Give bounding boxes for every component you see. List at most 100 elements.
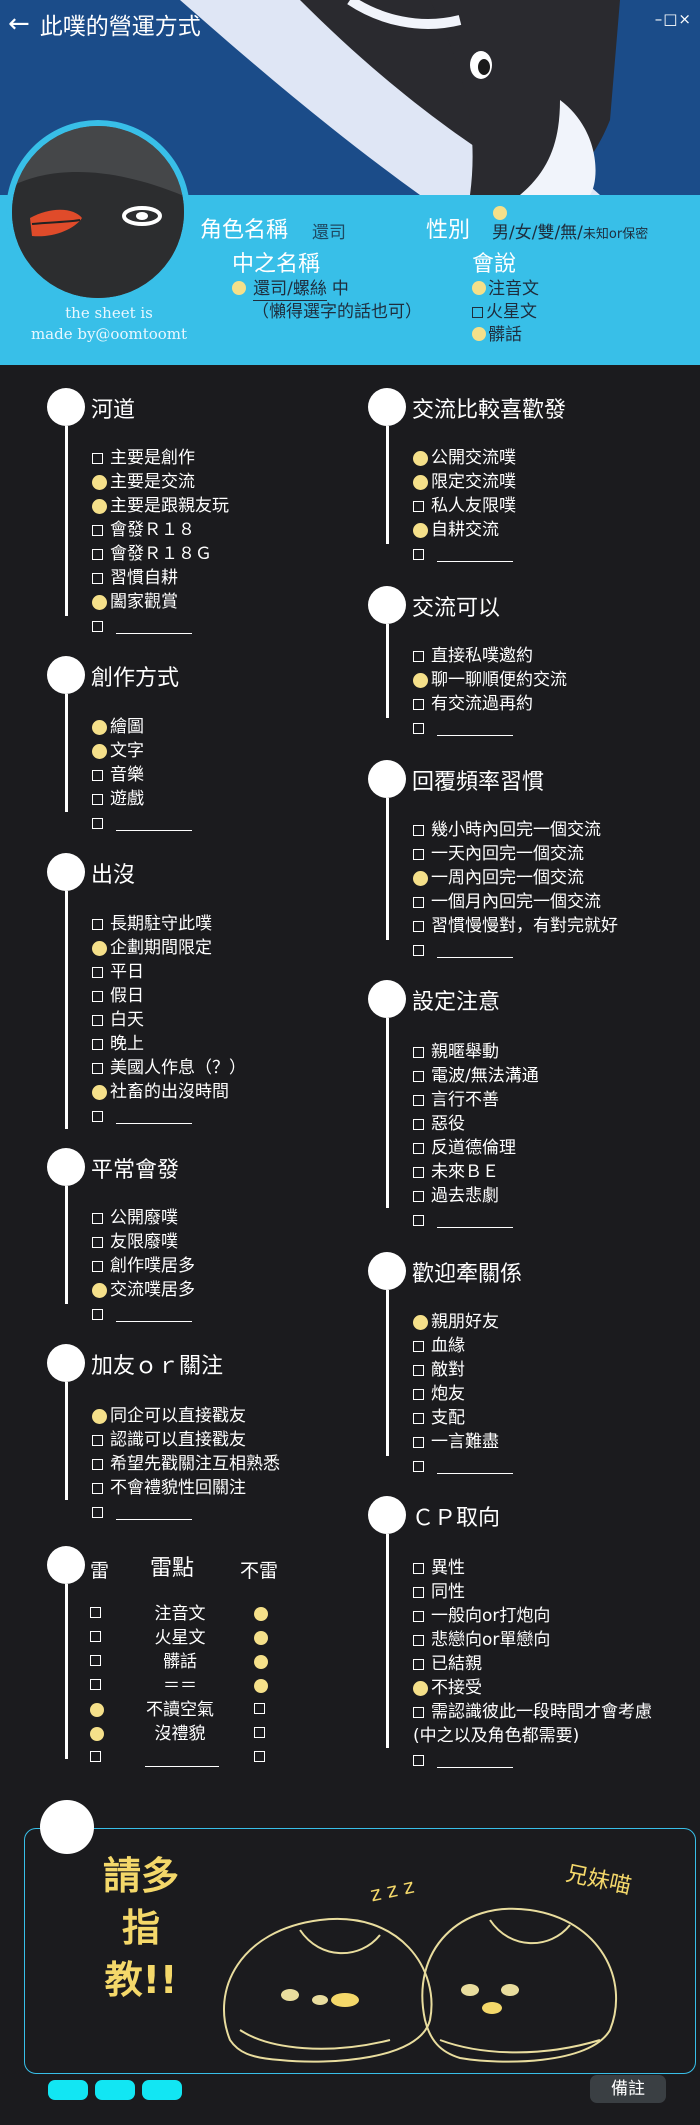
checklist-item[interactable]: 一般向or打炮向 (413, 1604, 652, 1628)
checklist-item[interactable]: 晚上 (92, 1032, 246, 1056)
gender-checked-dot[interactable] (493, 206, 507, 220)
checklist-item[interactable]: 文字 (92, 739, 192, 763)
checklist-item[interactable]: 幾小時內回完一個交流 (413, 818, 618, 842)
speak-item[interactable]: 髒話 (472, 320, 539, 345)
role-name-value[interactable]: 還司 (312, 223, 346, 243)
checklist-item[interactable] (92, 1302, 195, 1326)
checklist-item[interactable]: 同企可以直接戳友 (92, 1404, 280, 1428)
lei-checked-dot-icon[interactable] (90, 1703, 104, 1717)
checklist-item[interactable] (413, 1748, 652, 1772)
speak-item[interactable]: 注音文 (472, 274, 539, 299)
blank-line[interactable] (437, 547, 513, 562)
checklist-item[interactable] (92, 1500, 280, 1524)
checklist-item[interactable]: 惡役 (413, 1112, 539, 1136)
checklist-item[interactable]: 親朋好友 (413, 1310, 513, 1334)
checklist-item[interactable] (413, 1208, 539, 1232)
bulei-checkbox-icon[interactable] (254, 1751, 265, 1762)
checklist-item[interactable]: 敵對 (413, 1358, 513, 1382)
checklist-item[interactable]: 習慣自耕 (92, 566, 229, 590)
lei-checked-dot-icon[interactable] (90, 1727, 104, 1741)
bulei-checked-dot-icon[interactable] (254, 1607, 268, 1621)
checklist-item[interactable]: 美國人作息（？） (92, 1056, 246, 1080)
lei-checkbox-icon[interactable] (90, 1751, 101, 1762)
checklist-item[interactable]: 已結親 (413, 1652, 652, 1676)
checklist-item[interactable]: 希望先戳關注互相熟悉 (92, 1452, 280, 1476)
checklist-item[interactable]: 平日 (92, 960, 246, 984)
checklist-item[interactable]: 聊一聊順便約交流 (413, 668, 567, 692)
checklist-item[interactable]: 主要是交流 (92, 470, 229, 494)
checklist-item[interactable]: 過去悲劇 (413, 1184, 539, 1208)
checklist-item[interactable] (92, 1104, 246, 1128)
blank-line[interactable] (116, 816, 192, 831)
checklist-item[interactable]: 有交流過再約 (413, 692, 567, 716)
checklist-item[interactable]: 同性 (413, 1580, 652, 1604)
gender-options[interactable]: 男/女/雙/無/未知or保密 (492, 218, 648, 243)
checklist-item[interactable]: 血緣 (413, 1334, 513, 1358)
checklist-item[interactable]: 公開廢噗 (92, 1206, 195, 1230)
checklist-item[interactable]: 異性 (413, 1556, 652, 1580)
checklist-item[interactable]: 炮友 (413, 1382, 513, 1406)
checklist-item[interactable]: 反道德倫理 (413, 1136, 539, 1160)
checklist-item[interactable]: 一天內回完一個交流 (413, 842, 618, 866)
checklist-item[interactable]: 認識可以直接戳友 (92, 1428, 280, 1452)
checklist-item[interactable] (92, 614, 229, 638)
checklist-item[interactable]: 不會禮貌性回關注 (92, 1476, 280, 1500)
checklist-item[interactable] (413, 938, 618, 962)
checklist-item[interactable] (92, 811, 192, 835)
lei-checkbox-icon[interactable] (90, 1607, 101, 1618)
checklist-item[interactable]: 白天 (92, 1008, 246, 1032)
checklist-item[interactable] (413, 1454, 513, 1478)
blank-line[interactable] (437, 1213, 513, 1228)
checklist-item[interactable]: 會發Ｒ１８ (92, 518, 229, 542)
checklist-item[interactable]: 一個月內回完一個交流 (413, 890, 618, 914)
checklist-item[interactable]: 音樂 (92, 763, 192, 787)
checklist-item[interactable]: 悲戀向or單戀向 (413, 1628, 652, 1652)
blank-line[interactable] (437, 1753, 513, 1768)
checklist-item[interactable]: 不接受 (413, 1676, 652, 1700)
checklist-item[interactable]: 言行不善 (413, 1088, 539, 1112)
checklist-item[interactable]: 支配 (413, 1406, 513, 1430)
blank-line[interactable] (437, 1459, 513, 1474)
checklist-item[interactable]: 友限廢噗 (92, 1230, 195, 1254)
checklist-item[interactable]: 主要是跟親友玩 (92, 494, 229, 518)
checklist-item[interactable]: 限定交流噗 (413, 470, 516, 494)
tab-pill-3[interactable] (142, 2080, 182, 2100)
bulei-checked-dot-icon[interactable] (254, 1679, 268, 1693)
speak-item[interactable]: 火星文 (472, 297, 539, 322)
checklist-item[interactable]: 企劃期間限定 (92, 936, 246, 960)
checklist-item[interactable]: 習慣慢慢對，有對完就好 (413, 914, 618, 938)
checklist-item[interactable]: 遊戲 (92, 787, 192, 811)
bulei-checkbox-icon[interactable] (254, 1727, 265, 1738)
checklist-item[interactable]: 創作噗居多 (92, 1254, 195, 1278)
bulei-checked-dot-icon[interactable] (254, 1631, 268, 1645)
checklist-item[interactable]: 會發Ｒ１８Ｇ (92, 542, 229, 566)
checklist-item[interactable]: 主要是創作 (92, 446, 229, 470)
checklist-item[interactable]: 假日 (92, 984, 246, 1008)
lei-checkbox-icon[interactable] (90, 1655, 101, 1666)
checklist-item[interactable]: 長期駐守此噗 (92, 912, 246, 936)
checklist-item[interactable]: (中之以及角色都需要) (413, 1724, 652, 1748)
checklist-item[interactable]: 公開交流噗 (413, 446, 516, 470)
back-arrow-icon[interactable]: ← (8, 9, 30, 39)
checklist-item[interactable] (413, 716, 567, 740)
checklist-item[interactable]: 一言難盡 (413, 1430, 513, 1454)
checklist-item[interactable]: 社畜的出沒時間 (92, 1080, 246, 1104)
blank-line[interactable] (145, 1746, 219, 1767)
checklist-item[interactable]: 繪圖 (92, 715, 192, 739)
blank-line[interactable] (116, 1109, 192, 1124)
checklist-item[interactable]: 自耕交流 (413, 518, 516, 542)
checklist-item[interactable]: 直接私噗邀約 (413, 644, 567, 668)
checklist-item[interactable]: 親暱舉動 (413, 1040, 539, 1064)
checklist-item[interactable]: 需認識彼此一段時間才會考慮 (413, 1700, 652, 1724)
blank-line[interactable] (116, 1505, 192, 1520)
tab-pill-1[interactable] (48, 2080, 88, 2100)
tab-pill-2[interactable] (95, 2080, 135, 2100)
lei-checkbox-icon[interactable] (90, 1631, 101, 1642)
bulei-checkbox-icon[interactable] (254, 1703, 265, 1714)
checklist-item[interactable]: 交流噗居多 (92, 1278, 195, 1302)
blank-line[interactable] (116, 619, 192, 634)
checklist-item[interactable]: 未來ＢＥ (413, 1160, 539, 1184)
checklist-item[interactable] (413, 542, 516, 566)
blank-line[interactable] (437, 943, 513, 958)
checklist-item[interactable]: 一周內回完一個交流 (413, 866, 618, 890)
